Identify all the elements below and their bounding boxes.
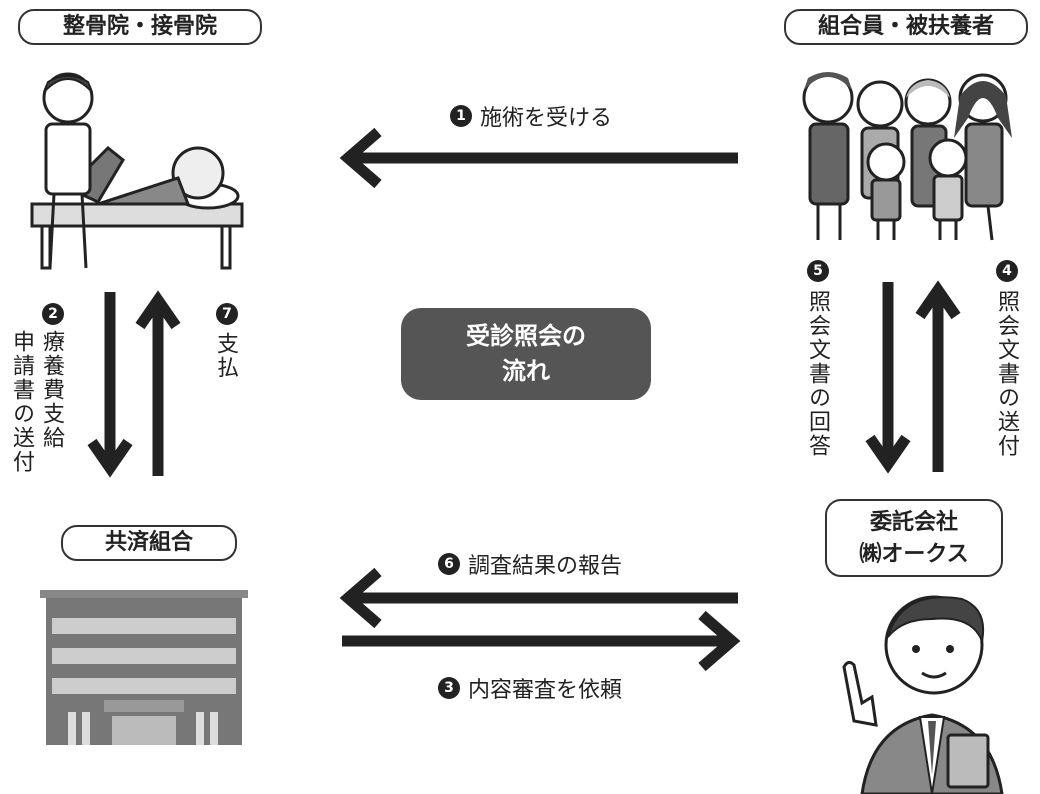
step3-number: 3 — [438, 677, 460, 699]
contractor-label: 委託会社 ㈱オークス — [825, 499, 1003, 577]
step6-label: 6 調査結果の報告 — [438, 548, 622, 580]
step7-text: 支払 — [213, 332, 238, 380]
step4-text: 照会文書の送付 — [994, 290, 1019, 458]
step1-text: 施術を受ける — [480, 106, 613, 131]
members-label: 組合員・被扶養者 — [784, 9, 1028, 45]
step5-arrow-down — [865, 282, 911, 474]
step2-number: 2 — [42, 303, 64, 325]
step6-number: 6 — [438, 553, 460, 575]
step2-text-col2: 申請書の送付 — [9, 330, 34, 474]
step6-text: 調査結果の報告 — [468, 554, 623, 579]
step4-arrow-up — [915, 280, 961, 472]
center-title-line2: 流れ — [502, 357, 550, 385]
step1-arrow-left — [339, 127, 738, 189]
clinic-label: 整骨院・接骨院 — [18, 9, 262, 45]
members-illustration — [802, 72, 1012, 241]
step2-arrow-down — [87, 292, 133, 478]
step2-text-col1: 療養費支給 — [39, 330, 64, 450]
step7-arrow-up — [135, 290, 181, 476]
step7-number: 7 — [216, 303, 238, 325]
contractor-label-line2: ㈱オークス — [859, 542, 969, 567]
step1-label: 1 施術を受ける — [450, 100, 612, 132]
step5-text: 照会文書の回答 — [805, 290, 830, 458]
contractor-person-illustration — [842, 595, 1004, 794]
center-title-box: 受診照会の 流れ — [401, 308, 651, 400]
step3-arrow-right — [342, 610, 741, 672]
step3-label: 3 内容審査を依頼 — [438, 672, 622, 704]
union-label: 共済組合 — [61, 525, 237, 561]
step6-arrow-left — [339, 567, 738, 629]
step3-text: 内容審査を依頼 — [468, 678, 623, 703]
contractor-label-line1: 委託会社 — [869, 510, 958, 535]
step1-number: 1 — [450, 105, 472, 127]
clinic-illustration — [30, 72, 244, 270]
step5-number: 5 — [807, 260, 829, 282]
step4-number: 4 — [996, 260, 1018, 282]
center-title-line1: 受診照会の — [466, 322, 586, 351]
union-building-icon — [40, 590, 248, 745]
